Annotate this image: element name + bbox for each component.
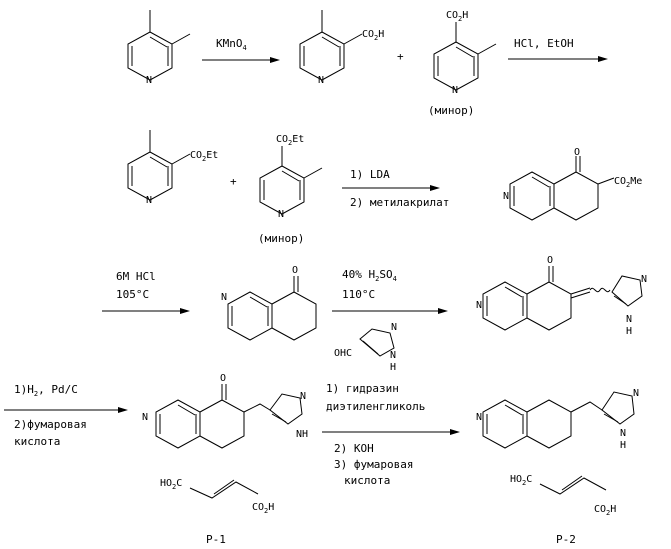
atom-n: N: [633, 388, 639, 399]
minor-label: (минор): [428, 104, 474, 117]
svg-text:CO2H: CO2H: [594, 504, 616, 517]
solvent-label: диэтиленгликоль: [326, 400, 425, 413]
atom-h: H: [390, 362, 396, 373]
dimethylpyridine: N: [128, 10, 190, 86]
atom-n: N: [390, 350, 396, 361]
hcl-label: 6M HCl: [116, 270, 156, 283]
p1-label: P-1: [206, 533, 226, 546]
svg-text:CO2H: CO2H: [252, 502, 274, 515]
svg-text:1)H2, Pd/C: 1)H2, Pd/C: [14, 383, 78, 398]
atom-n: N: [300, 391, 306, 402]
svg-text:CO2Et: CO2Et: [276, 134, 304, 147]
svg-text:KMnO4: KMnO4: [216, 37, 247, 52]
atom-n: N: [641, 274, 647, 285]
methyl-acrylate-label: 2) метилакрилат: [350, 196, 449, 209]
kmno4-sub: 4: [243, 44, 247, 52]
svg-text:HO2C: HO2C: [160, 478, 182, 491]
esterification-label: HCl, EtOH: [514, 37, 574, 50]
step-lda: 1) LDA 2) метилакрилат: [342, 168, 449, 209]
svg-text:CO2H: CO2H: [362, 29, 384, 42]
ethyl-methylisonicotinate: N CO2Et: [260, 134, 322, 220]
imidazole-carbaldehyde: OHC N N H: [334, 322, 397, 373]
atom-n: N: [278, 209, 284, 220]
atom-o: O: [292, 265, 298, 276]
lda-label: 1) LDA: [350, 168, 390, 181]
product-p2: N N N H: [476, 388, 639, 451]
h2so4-label: 40% H: [342, 268, 375, 281]
atom-n: N: [503, 191, 509, 202]
methylnicotinic-acid: N CO2H: [300, 10, 384, 86]
methylisonicotinic-acid: N CO2H: [434, 10, 496, 96]
step-esterification: HCl, EtOH: [508, 37, 608, 62]
product-p1: O N N NH: [142, 373, 308, 448]
atom-n: N: [476, 412, 482, 423]
temp-label: 110°C: [342, 288, 375, 301]
acid-label: кислота: [14, 435, 60, 448]
svg-text:HO2C: HO2C: [510, 474, 532, 487]
svg-text:CO2H: CO2H: [446, 10, 468, 23]
atom-o: O: [220, 373, 226, 384]
svg-text:40% H2SO4: 40% H2SO4: [342, 268, 397, 283]
step-wolff-kishner: 1) гидразин диэтиленгликоль 2) KOH 3) фу…: [322, 382, 460, 487]
atom-o: O: [574, 147, 580, 158]
step-h2so4: 40% H2SO4 110°C: [332, 268, 448, 314]
fumaric-acid-1: HO2C CO2H: [160, 478, 274, 515]
koh-label: 2) KOH: [334, 442, 374, 455]
plus-sign: +: [397, 50, 404, 63]
minor-label: (минор): [258, 232, 304, 245]
atom-n: N: [452, 85, 458, 96]
atom-nh: N: [620, 428, 626, 439]
atom-n: N: [146, 195, 152, 206]
atom-nh: NH: [296, 429, 308, 440]
svg-text:CO2Me: CO2Me: [614, 176, 642, 189]
temp-label: 105°C: [116, 288, 149, 301]
step-hcl: 6M HCl 105°C: [102, 270, 190, 314]
atom-n: N: [221, 292, 227, 303]
atom-o: O: [547, 255, 553, 266]
plus-sign: +: [230, 175, 237, 188]
atom-n: N: [391, 322, 397, 333]
atom-h: H: [620, 440, 626, 451]
atom-n: N: [476, 300, 482, 311]
atom-h: H: [626, 326, 632, 337]
svg-text:CO2Et: CO2Et: [190, 150, 218, 163]
atom-n: N: [318, 75, 324, 86]
atom-n: N: [142, 412, 148, 423]
fumaric-label: 3) фумаровая: [334, 458, 413, 471]
tetrahydroisoquinolinone: O N: [221, 265, 316, 340]
ethyl-methylnicotinate: N CO2Et: [128, 130, 218, 206]
atom-n: N: [146, 75, 152, 86]
h2-label: 1)H: [14, 383, 34, 396]
atom-nh: N: [626, 314, 632, 325]
acid-label: кислота: [344, 474, 390, 487]
step-hydrogenation: 1)H2, Pd/C 2)фумаровая кислота: [4, 383, 128, 448]
p2-label: P-2: [556, 533, 576, 546]
step-kmno4: KMnO4: [202, 37, 280, 63]
atom-ohc: OHC: [334, 348, 352, 359]
keto-ester: O N CO2Me: [503, 147, 642, 220]
hydrazine-label: 1) гидразин: [326, 382, 399, 395]
fumaric-acid-2: HO2C CO2H: [510, 474, 616, 517]
kmno4-label: KMnO: [216, 37, 243, 50]
fumaric-label: 2)фумаровая: [14, 418, 87, 431]
imidazolylmethylene-ketone: O N N N H: [476, 255, 647, 337]
